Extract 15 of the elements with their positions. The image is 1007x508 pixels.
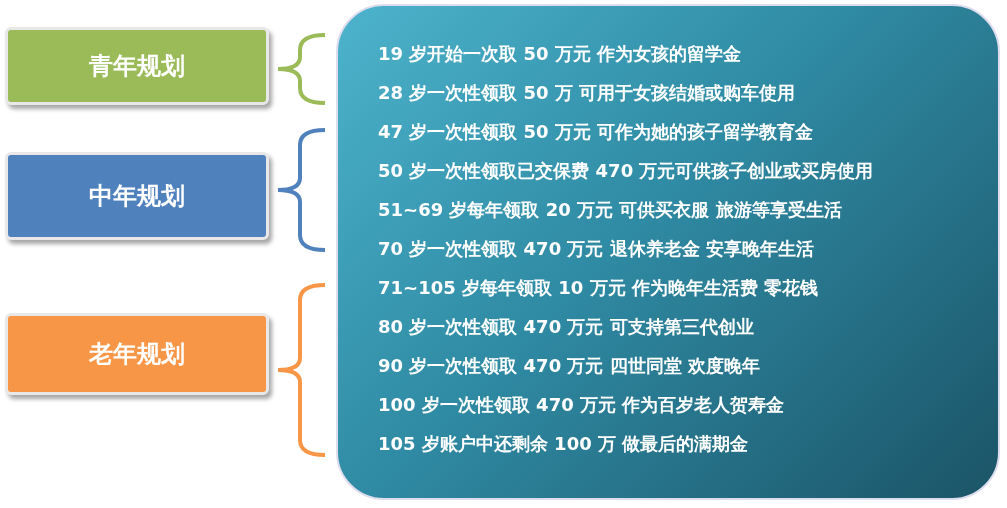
plan-text: 71~105 岁每年领取 10 万元 作为晚年生活费 零花钱 bbox=[378, 276, 819, 300]
plan-text: 19 岁开始一次取 50 万元 作为女孩的留学金 bbox=[378, 42, 742, 66]
plan-panel bbox=[336, 4, 1000, 500]
plan-text: 47 岁一次性领取 50 万元 可作为她的孩子留学教育金 bbox=[378, 120, 814, 144]
category-box: 老年规划 bbox=[5, 313, 269, 395]
plan-text: 70 岁一次性领取 470 万元 退休养老金 安享晚年生活 bbox=[378, 237, 814, 261]
plan-text: 80 岁一次性领取 470 万元 可支持第三代创业 bbox=[378, 315, 754, 339]
category-box: 中年规划 bbox=[5, 152, 269, 240]
plan-text: 90 岁一次性领取 470 万元 四世同堂 欢度晚年 bbox=[378, 354, 760, 378]
plan-text: 28 岁一次性领取 50 万 可用于女孩结婚或购车使用 bbox=[378, 81, 796, 105]
plan-text: 51~69 岁每年领取 20 万元 可供买衣服 旅游等享受生活 bbox=[378, 198, 842, 222]
category-box: 青年规划 bbox=[5, 27, 269, 105]
plan-text: 105 岁账户中还剩余 100 万 做最后的满期金 bbox=[378, 432, 749, 456]
plan-text: 50 岁一次性领取已交保费 470 万元可供孩子创业或买房使用 bbox=[378, 159, 874, 183]
plan-text: 100 岁一次性领取 470 万元 作为百岁老人贺寿金 bbox=[378, 393, 785, 417]
